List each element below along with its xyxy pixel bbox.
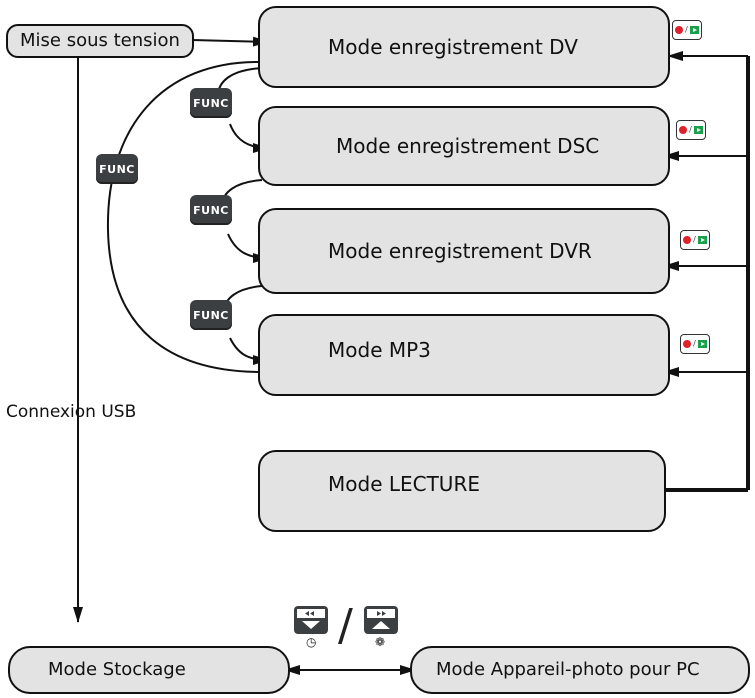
dv-record-mode-node: Mode enregistrement DV xyxy=(258,6,670,88)
dvr-record-mode-node: Mode enregistrement DVR xyxy=(258,208,670,294)
storage-mode-label: Mode Stockage xyxy=(48,659,186,680)
record-play-toggle-icon: / xyxy=(676,120,706,140)
func-button-icon: FUNC xyxy=(190,300,232,330)
pc-camera-mode-label: Mode Appareil-photo pour PC xyxy=(436,659,700,680)
func-label: FUNC xyxy=(193,308,229,322)
rewind-down-icon xyxy=(294,606,328,634)
dv-record-mode-label: Mode enregistrement DV xyxy=(328,35,578,59)
playback-mode-label: Mode LECTURE xyxy=(328,472,480,496)
func-button-icon: FUNC xyxy=(190,195,232,225)
usb-connection-label: Connexion USB xyxy=(6,402,137,422)
func-button-icon: FUNC xyxy=(96,154,138,184)
power-on-label: Mise sous tension xyxy=(20,30,180,51)
func-label: FUNC xyxy=(193,203,229,217)
func-button-icon: FUNC xyxy=(190,88,232,118)
dsc-record-mode-label: Mode enregistrement DSC xyxy=(336,134,600,158)
power-on-node: Mise sous tension xyxy=(6,24,194,58)
storage-mode-node: Mode Stockage xyxy=(8,646,290,694)
macro-icon: ❁ xyxy=(375,635,386,649)
playback-mode-node: Mode LECTURE xyxy=(258,450,666,532)
mp3-mode-node: Mode MP3 xyxy=(258,314,670,396)
mp3-mode-label: Mode MP3 xyxy=(328,338,431,362)
dsc-record-mode-node: Mode enregistrement DSC xyxy=(258,106,670,186)
record-play-toggle-icon: / xyxy=(680,334,710,354)
slash-separator: / xyxy=(338,600,353,651)
forward-up-icon xyxy=(364,606,398,634)
dvr-record-mode-label: Mode enregistrement DVR xyxy=(328,239,592,263)
func-label: FUNC xyxy=(99,162,135,176)
record-play-toggle-icon: / xyxy=(672,20,702,40)
func-label: FUNC xyxy=(193,96,229,110)
pc-camera-mode-node: Mode Appareil-photo pour PC xyxy=(410,646,750,694)
record-play-toggle-icon: / xyxy=(680,230,710,250)
self-timer-icon: ◷ xyxy=(306,635,317,649)
